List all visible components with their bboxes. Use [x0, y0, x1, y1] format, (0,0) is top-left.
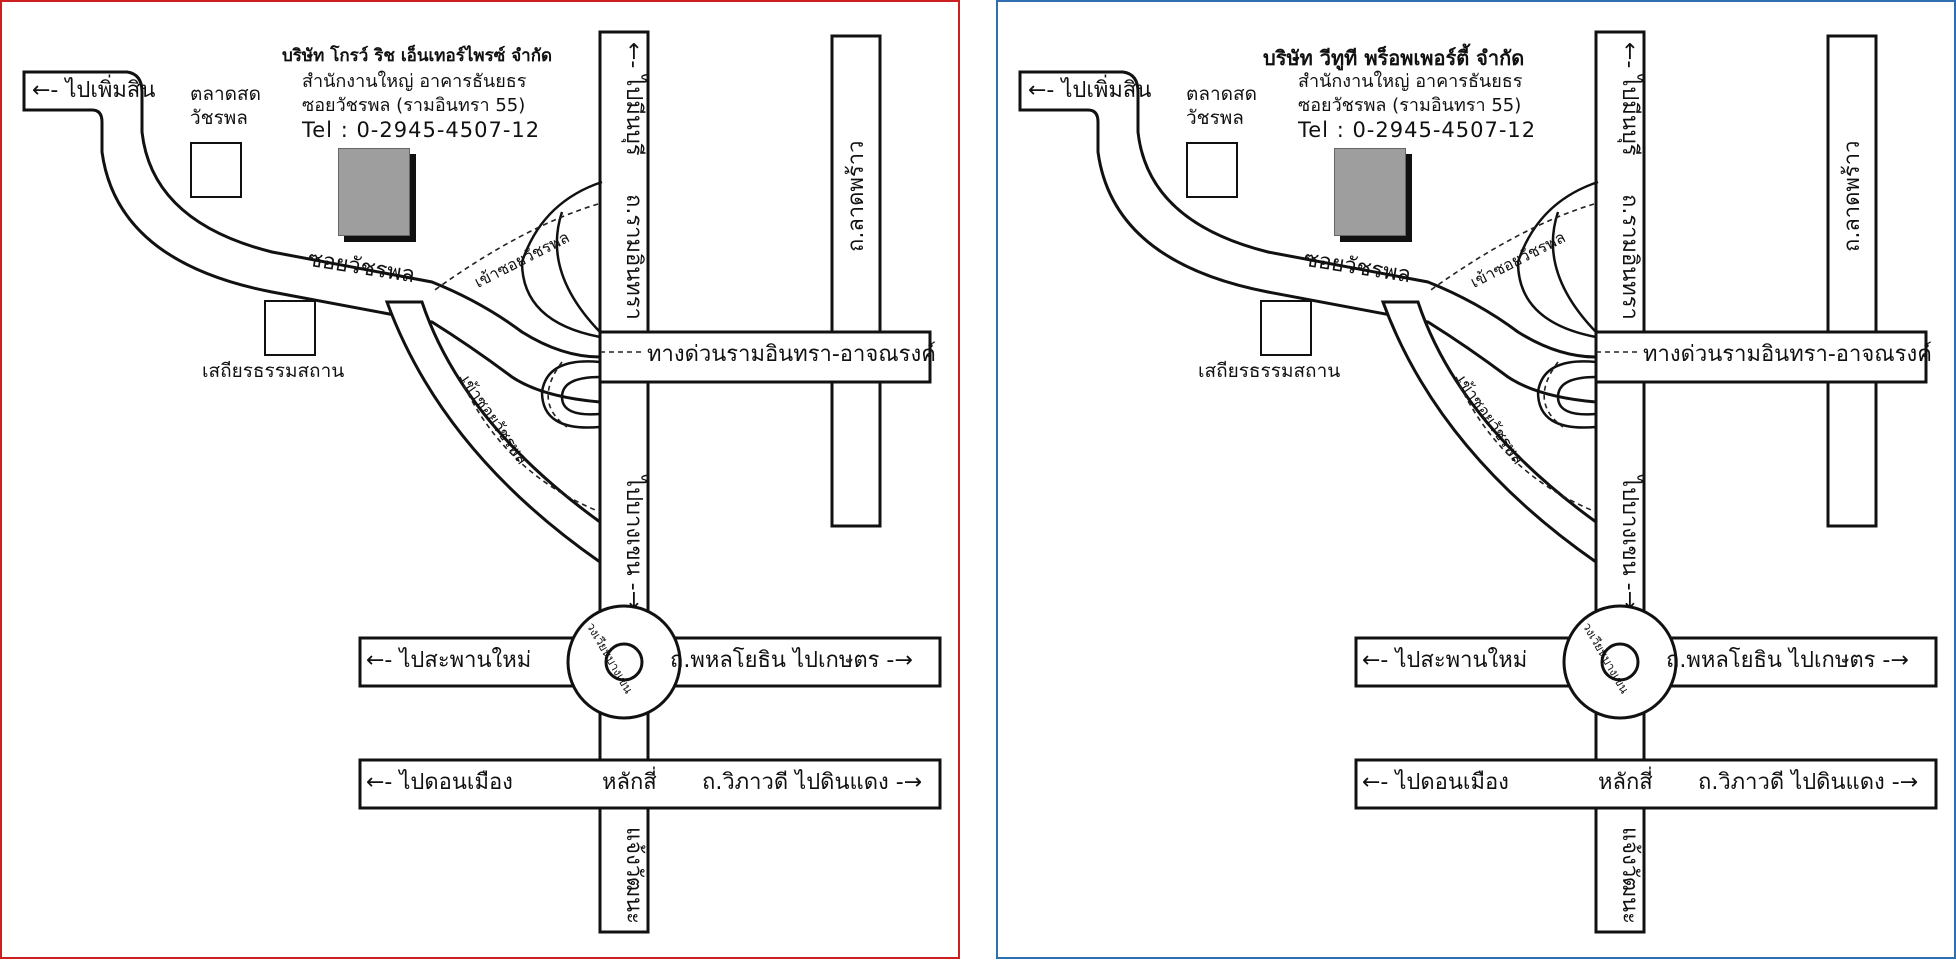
label-to-minburi: ←- ไปมีนบุรี: [1617, 42, 1642, 156]
label-market: ตลาดสด วัชรพล: [190, 83, 261, 129]
road-network: [22, 30, 942, 934]
label-to-saphan-mai: ←- ไปสะพานใหม่: [1362, 648, 1528, 673]
market-marker: [190, 142, 242, 198]
map-panel-right: บริษัท วีทูที พร็อพเพอร์ตี้ จำกัด สำนักง…: [996, 0, 1956, 959]
label-sathian: เสถียรธรรมสถาน: [1198, 360, 1341, 382]
company-name: บริษัท โกรว์ ริช เอ็นเทอร์ไพรซ์ จำกัด: [282, 46, 553, 66]
label-to-bangkhen: ไปบางเขน -→: [621, 476, 646, 610]
telephone: Tel : 0-2945-4507-12: [1298, 118, 1537, 142]
office-building-marker: [338, 148, 410, 236]
address-line-1: สำนักงานใหญ่ อาคารธันยธร: [1298, 71, 1523, 92]
address-line-2: ซอยวัชรพล (รามอินทรา 55): [302, 95, 526, 116]
label-lak-si: หลักสี่: [602, 770, 657, 795]
office-building-marker: [1334, 148, 1406, 236]
label-ramintra-road: ถ.รามอินทรา: [1617, 194, 1642, 320]
label-expressway: ทางด่วนรามอินทรา-อาจณรงค์: [647, 342, 936, 367]
label-phahon: ถ.พหลโยธิน ไปเกษตร -→: [670, 648, 913, 673]
label-to-phum-sin: ←- ไปเพิ่มสิน: [1028, 78, 1152, 103]
label-market: ตลาดสด วัชรพล: [1186, 83, 1257, 129]
label-expressway: ทางด่วนรามอินทรา-อาจณรงค์: [1643, 342, 1932, 367]
label-to-phum-sin: ←- ไปเพิ่มสิน: [32, 78, 156, 103]
address-line-2: ซอยวัชรพล (รามอินทรา 55): [1298, 95, 1522, 116]
label-vibhavadi: ถ.วิภาวดี ไปดินแดง -→: [702, 770, 923, 795]
label-sathian: เสถียรธรรมสถาน: [202, 360, 345, 382]
label-lak-si: หลักสี่: [1598, 770, 1653, 795]
sathian-marker: [264, 300, 316, 356]
map-panel-left: บริษัท โกรว์ ริช เอ็นเทอร์ไพรซ์ จำกัด สำ…: [0, 0, 960, 959]
label-lat-phrao: ถ.ลาดพร้าว: [844, 140, 869, 252]
company-name: บริษัท วีทูที พร็อพเพอร์ตี้ จำกัด: [1263, 46, 1525, 70]
label-phahon: ถ.พหลโยธิน ไปเกษตร -→: [1666, 648, 1909, 673]
label-to-saphan-mai: ←- ไปสะพานใหม่: [366, 648, 532, 673]
label-chaeng-watthana: แจ้งวัฒนะ: [1617, 827, 1642, 924]
label-vibhavadi: ถ.วิภาวดี ไปดินแดง -→: [1698, 770, 1919, 795]
telephone: Tel : 0-2945-4507-12: [302, 118, 541, 142]
label-chaeng-watthana: แจ้งวัฒนะ: [621, 827, 646, 924]
address-line-1: สำนักงานใหญ่ อาคารธันยธร: [302, 71, 527, 92]
label-to-bangkhen: ไปบางเขน -→: [1617, 476, 1642, 610]
label-lat-phrao: ถ.ลาดพร้าว: [1840, 140, 1865, 252]
road-network: [1018, 30, 1938, 934]
label-ramintra-road: ถ.รามอินทรา: [621, 194, 646, 320]
sathian-marker: [1260, 300, 1312, 356]
label-to-don-mueang: ←- ไปดอนเมือง: [366, 770, 513, 795]
market-marker: [1186, 142, 1238, 198]
label-to-don-mueang: ←- ไปดอนเมือง: [1362, 770, 1509, 795]
label-to-minburi: ←- ไปมีนบุรี: [621, 42, 646, 156]
